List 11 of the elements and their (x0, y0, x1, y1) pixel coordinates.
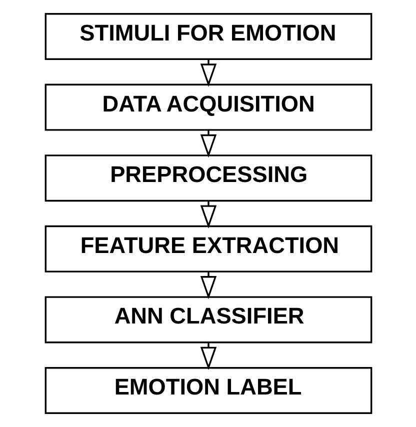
arrow (200, 59, 216, 87)
arrow (200, 342, 216, 370)
node-box: PREPROCESSING (44, 154, 372, 202)
arrow (200, 201, 216, 228)
node-box: DATA ACQUISITION (44, 84, 372, 131)
arrow (200, 130, 216, 158)
node-box: ANN CLASSIFIER (44, 296, 372, 344)
node-box: EMOTION LABEL (44, 366, 372, 414)
node-box: FEATURE EXTRACTION (44, 225, 372, 272)
arrow (200, 272, 216, 300)
node-box: STIMULI FOR EMOTION (44, 13, 372, 60)
